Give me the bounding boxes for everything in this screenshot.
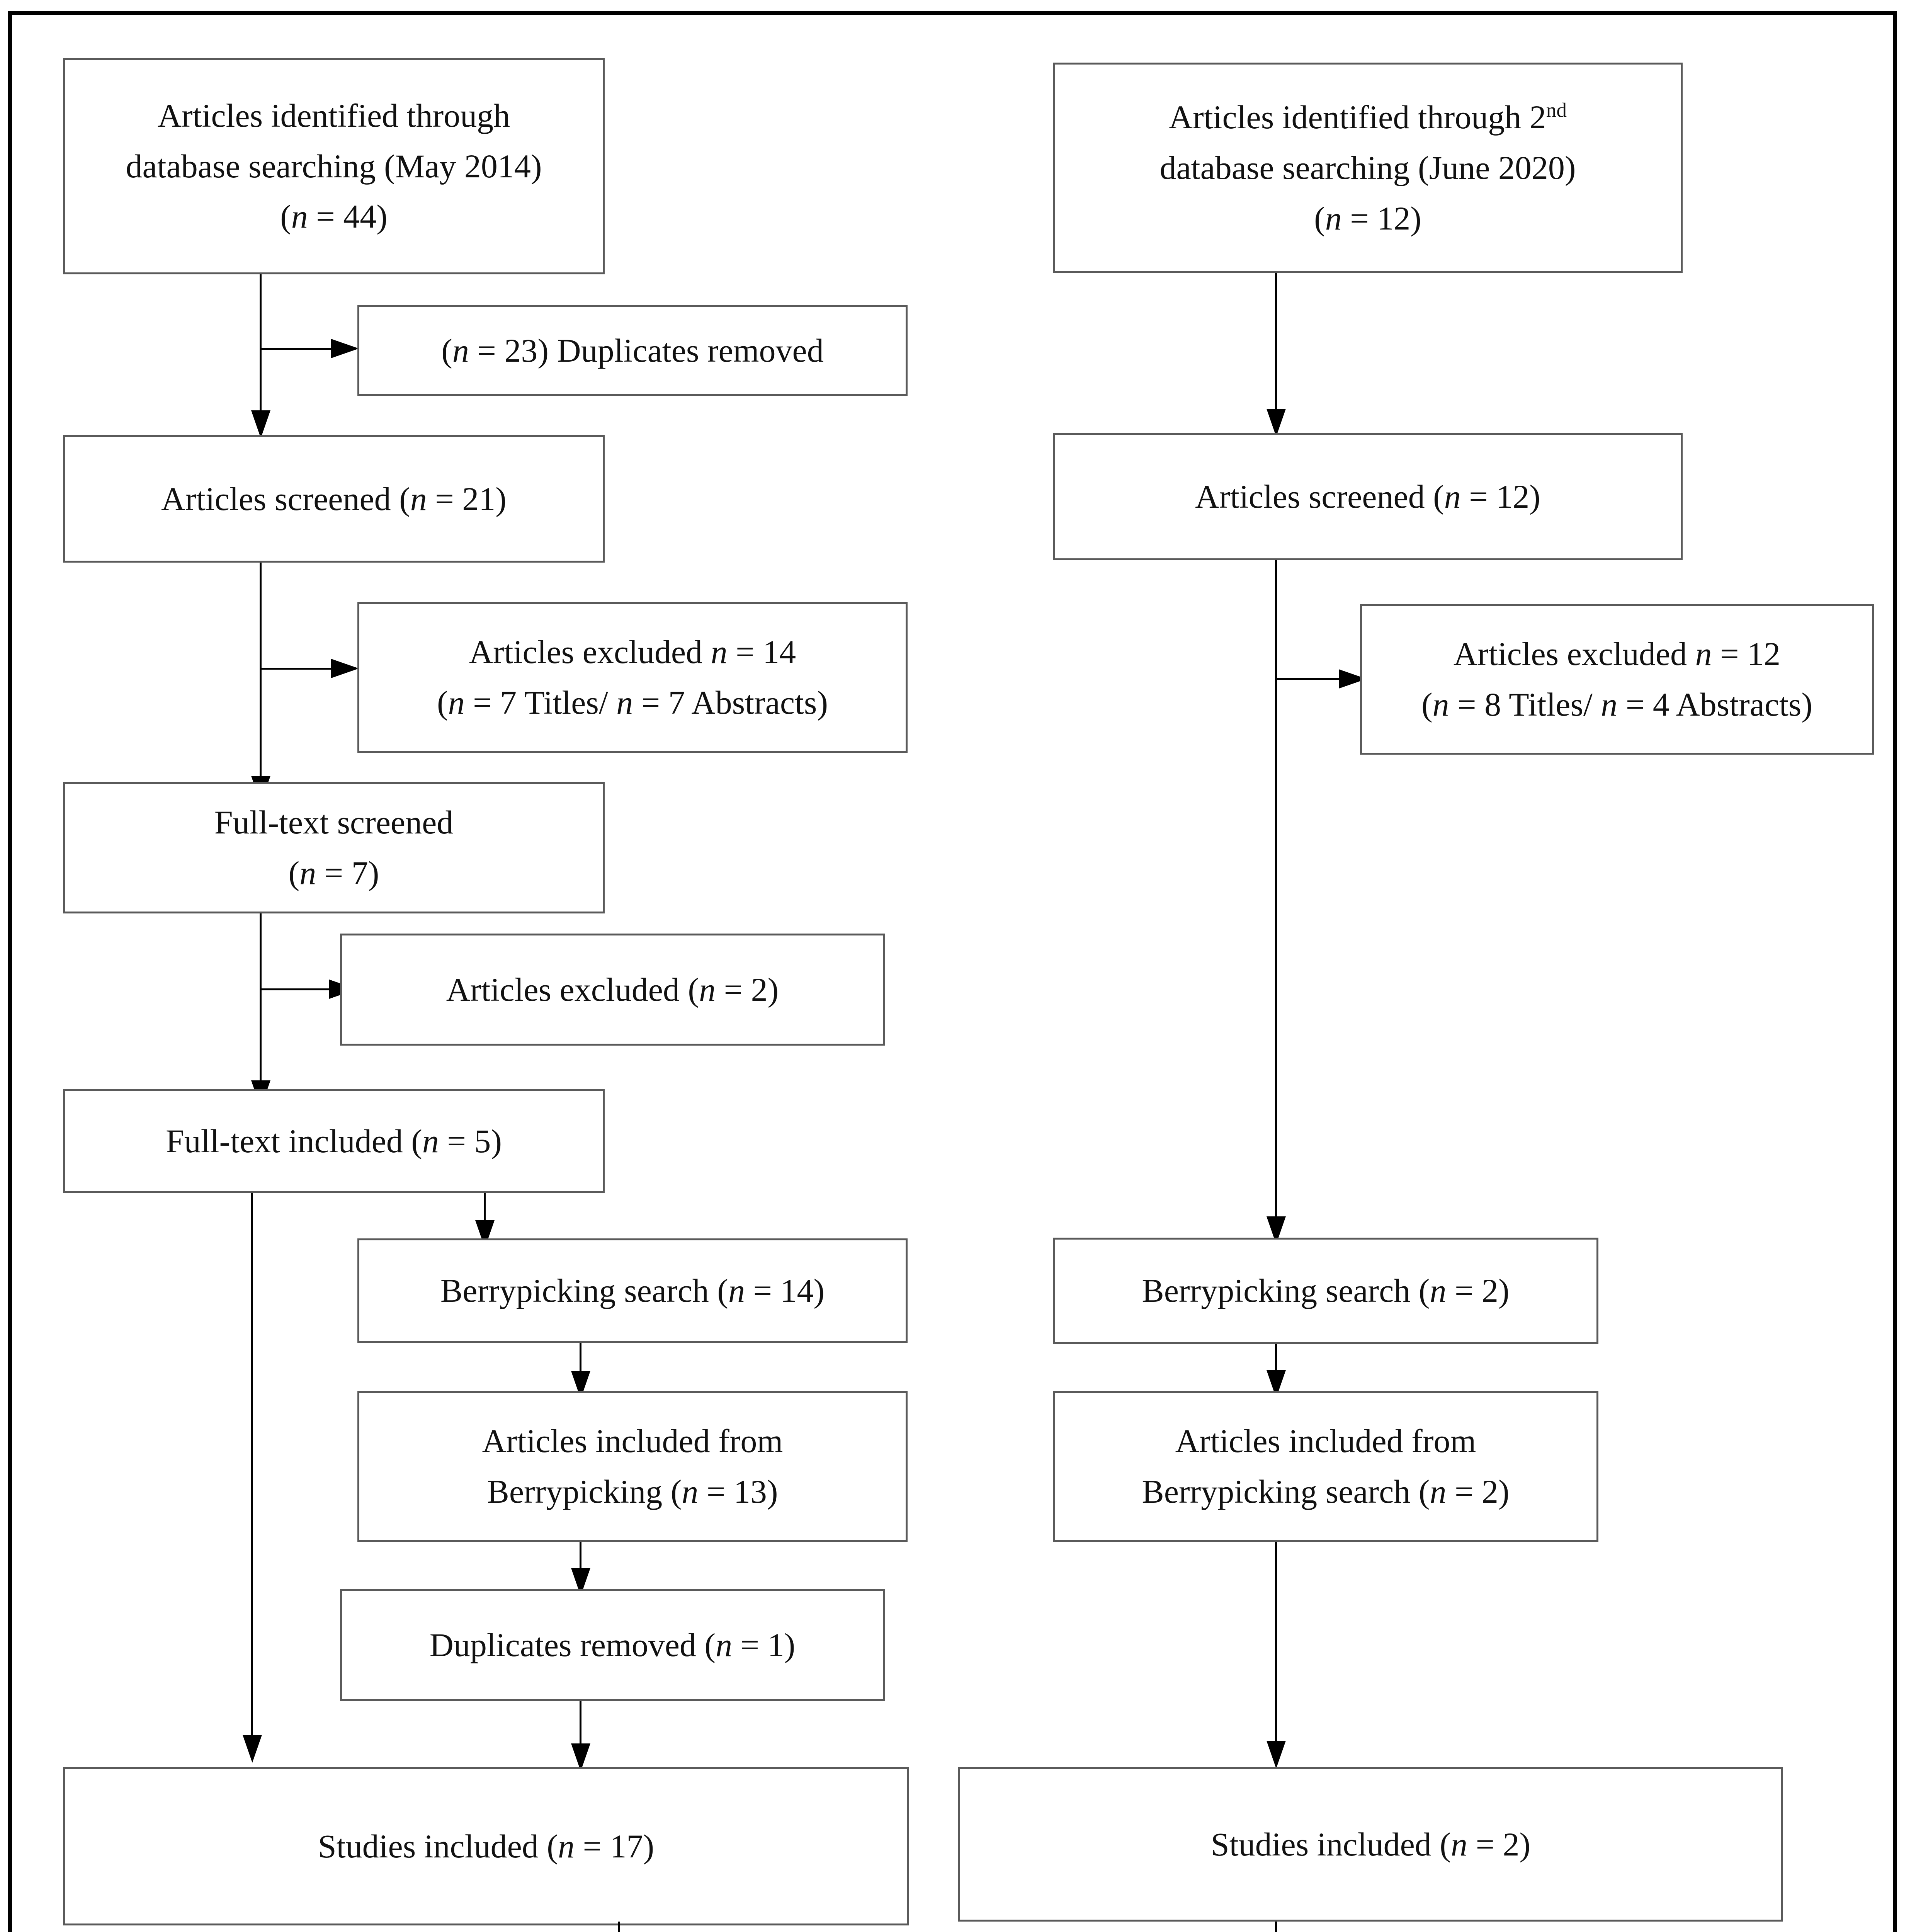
box-left-excluded-screening-line1: Articles excluded n = 14 [469,633,796,671]
box-right-berrypicking-search-text: Berrypicking search (n = 2) [1142,1272,1510,1310]
connector-left-screened-to-excluded [260,668,339,670]
box-left-berrypicking-search: Berrypicking search (n = 14) [357,1238,908,1343]
diagram-outer-frame [8,11,1897,1932]
box-left-identified-line3: (n = 44) [280,198,388,235]
box-left-fulltext-included: Full-text included (n = 5) [63,1089,605,1193]
connector-left-fulltext-included-to-berrypicking [484,1193,486,1243]
arrow-left-duplicates-to-studies [571,1743,590,1771]
box-left-studies-included-text: Studies included (n = 17) [318,1827,655,1865]
connector-left-fulltext-included-long-stem [251,1193,253,1746]
connector-right-berrypicking-included-stem [1275,1542,1277,1766]
box-right-excluded-screening: Articles excluded n = 12 (n = 8 Titles/ … [1360,604,1874,755]
connector-left-to-duplicates [260,348,339,350]
box-left-studies-included: Studies included (n = 17) [63,1767,909,1925]
box-right-identified-line3: (n = 12) [1314,199,1421,237]
connector-left-berrypicking-search-stem [580,1343,581,1393]
box-right-excluded-screening-line1: Articles excluded n = 12 [1453,635,1781,673]
box-right-studies-included: Studies included (n = 2) [958,1767,1783,1922]
box-right-screened: Articles screened (n = 12) [1053,433,1683,560]
box-left-excluded-screening-line2: (n = 7 Titles/ n = 7 Abstracts) [437,684,828,721]
box-left-screened-text: Articles screened (n = 21) [161,480,507,517]
box-right-identified: Articles identified through 2nd database… [1053,63,1683,273]
box-right-berrypicking-included: Articles included from Berrypicking sear… [1053,1391,1598,1542]
box-right-studies-included-text: Studies included (n = 2) [1210,1825,1531,1863]
box-right-excluded-screening-line2: (n = 8 Titles/ n = 4 Abstracts) [1421,686,1813,723]
box-right-berrypicking-included-line2: Berrypicking search (n = 2) [1142,1473,1510,1510]
connector-left-identified-stem [260,274,262,425]
arrow-left-screened-to-excluded [331,659,359,678]
box-left-fulltext-included-text: Full-text included (n = 5) [165,1122,502,1160]
box-right-identified-line1: Articles identified through 2nd [1168,98,1567,136]
box-left-duplicates-removed: (n = 23) Duplicates removed [357,305,908,396]
box-left-screened: Articles screened (n = 21) [63,435,605,563]
arrow-left-to-duplicates [331,339,359,358]
box-left-excluded-fulltext: Articles excluded (n = 2) [340,934,885,1046]
box-left-duplicates-removed-text: (n = 23) Duplicates removed [441,332,824,369]
box-left-fulltext-screened: Full-text screened (n = 7) [63,782,605,913]
box-left-identified-line2: database searching (May 2014) [126,147,542,185]
connector-left-berrypicking-included-stem [580,1542,581,1590]
box-right-screened-text: Articles screened (n = 12) [1195,478,1540,515]
box-right-berrypicking-included-line1: Articles included from [1175,1422,1476,1460]
connector-left-studies-to-total [618,1922,620,1932]
box-left-berrypicking-duplicates: Duplicates removed (n = 1) [340,1589,885,1701]
box-left-berrypicking-included: Articles included from Berrypicking (n =… [357,1391,908,1542]
box-left-berrypicking-search-text: Berrypicking search (n = 14) [440,1272,825,1309]
box-left-fulltext-screened-line2: (n = 7) [288,854,379,891]
connector-right-screened-long-stem [1275,560,1277,1233]
arrow-left-identified-to-screened [251,410,270,438]
connector-right-berrypicking-search-stem [1275,1344,1277,1392]
arrow-left-fulltext-included-to-studies [243,1735,262,1763]
box-right-identified-line2: database searching (June 2020) [1159,149,1576,187]
box-left-berrypicking-included-line2: Berrypicking (n = 13) [487,1473,778,1510]
connector-right-screened-to-excluded [1275,678,1346,680]
connector-right-identified-stem [1275,273,1277,424]
arrow-right-identified-to-screened [1267,409,1286,437]
connector-left-fulltext-to-excluded [260,988,337,990]
arrow-right-berrypicking-to-studies [1267,1741,1286,1769]
connector-left-duplicates-to-studies [580,1701,581,1767]
box-left-berrypicking-duplicates-text: Duplicates removed (n = 1) [429,1626,796,1663]
box-left-excluded-fulltext-text: Articles excluded (n = 2) [446,971,779,1008]
box-left-excluded-screening: Articles excluded n = 14 (n = 7 Titles/ … [357,602,908,753]
box-left-fulltext-screened-line1: Full-text screened [214,804,454,841]
box-right-berrypicking-search: Berrypicking search (n = 2) [1053,1238,1598,1344]
box-left-identified-line1: Articles identified through [157,97,510,134]
box-left-identified: Articles identified through database sea… [63,58,605,274]
box-left-berrypicking-included-line1: Articles included from [482,1422,783,1460]
connector-left-screened-stem [260,563,262,791]
connector-left-fulltext-screened-stem [260,913,262,1095]
connector-right-studies-to-total [1275,1922,1277,1932]
